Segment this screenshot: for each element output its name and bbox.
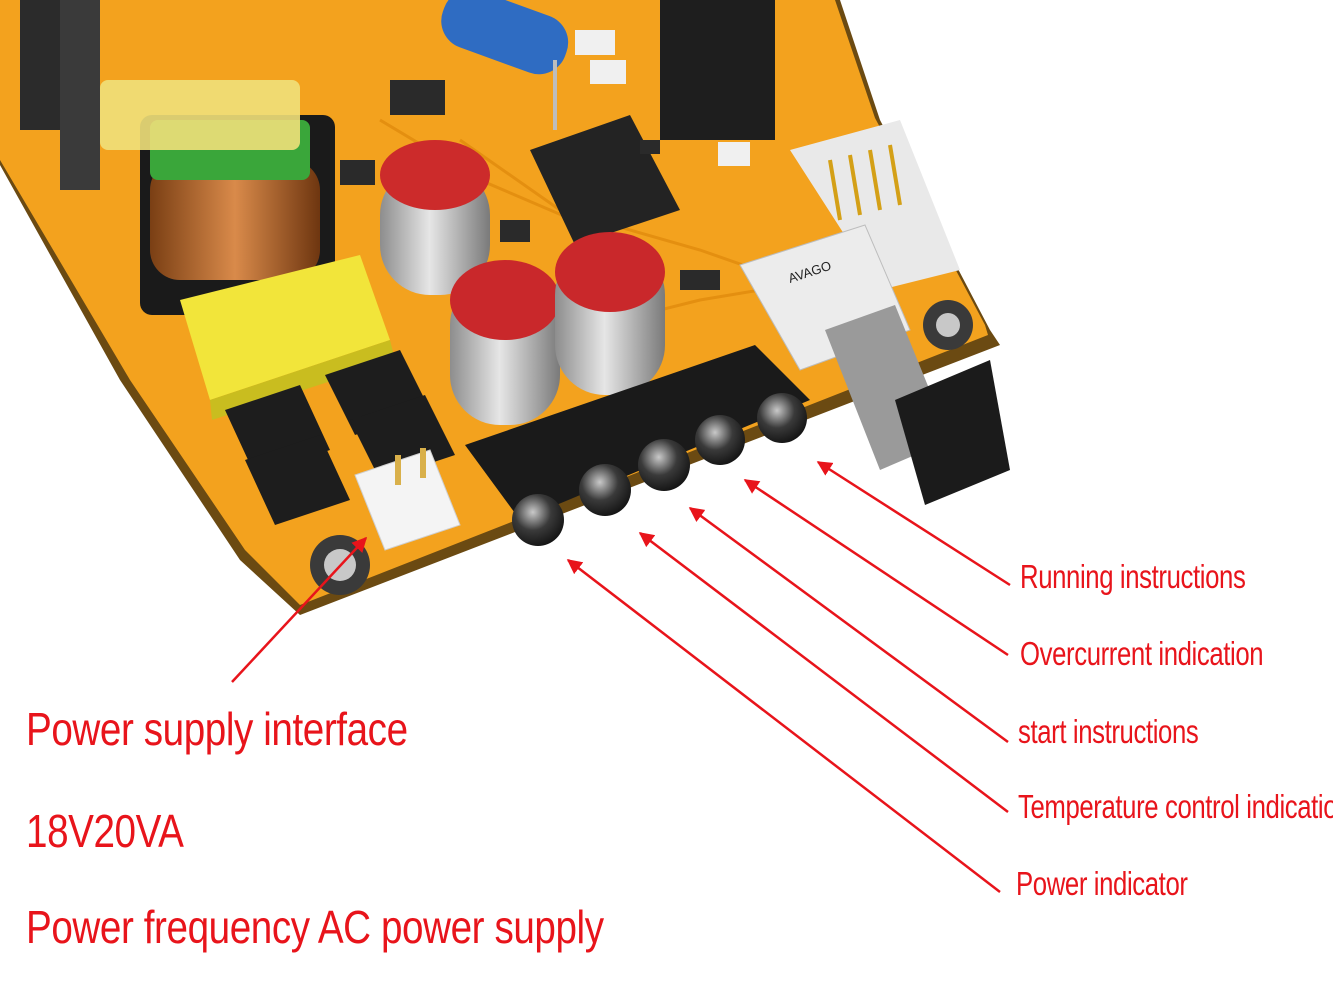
arrow-start	[688, 506, 1009, 744]
arrow-overcurrent	[743, 478, 1009, 657]
arrow-power-indicator	[566, 559, 1001, 893]
pin-header-black	[660, 0, 775, 140]
arrow-temperature	[638, 532, 1009, 813]
label-rating: 18V20VA	[26, 805, 184, 857]
label-power-supply-interface: Power supply interface	[26, 703, 408, 755]
resistor-blue	[441, 0, 569, 130]
choke-coil	[100, 80, 335, 315]
label-overcurrent-indication: Overcurrent indication	[1020, 635, 1264, 672]
label-temperature-control: Temperature control indication	[1018, 788, 1333, 825]
label-power-indicator: Power indicator	[1016, 865, 1188, 902]
led-indicators	[512, 393, 807, 546]
capacitor-large	[20, 0, 100, 190]
optical-receiver: AVAGO	[739, 224, 1010, 505]
label-ac-power-supply: Power frequency AC power supply	[26, 901, 604, 953]
arrow-power-interface	[231, 536, 368, 683]
idc-connector	[790, 120, 960, 290]
label-running-instructions: Running instructions	[1020, 558, 1246, 595]
capacitor-680uf	[380, 140, 490, 295]
diodes-sk54	[225, 350, 455, 525]
led-holders	[465, 345, 810, 520]
smd-components	[340, 30, 750, 290]
capacitor-1500uf-b	[555, 232, 665, 395]
label-start-instructions: start instructions	[1018, 713, 1199, 750]
power-connector	[354, 448, 461, 551]
callout-arrows	[231, 460, 1011, 893]
capacitor-1500uf-a	[450, 260, 560, 425]
arrow-running	[816, 460, 1011, 587]
